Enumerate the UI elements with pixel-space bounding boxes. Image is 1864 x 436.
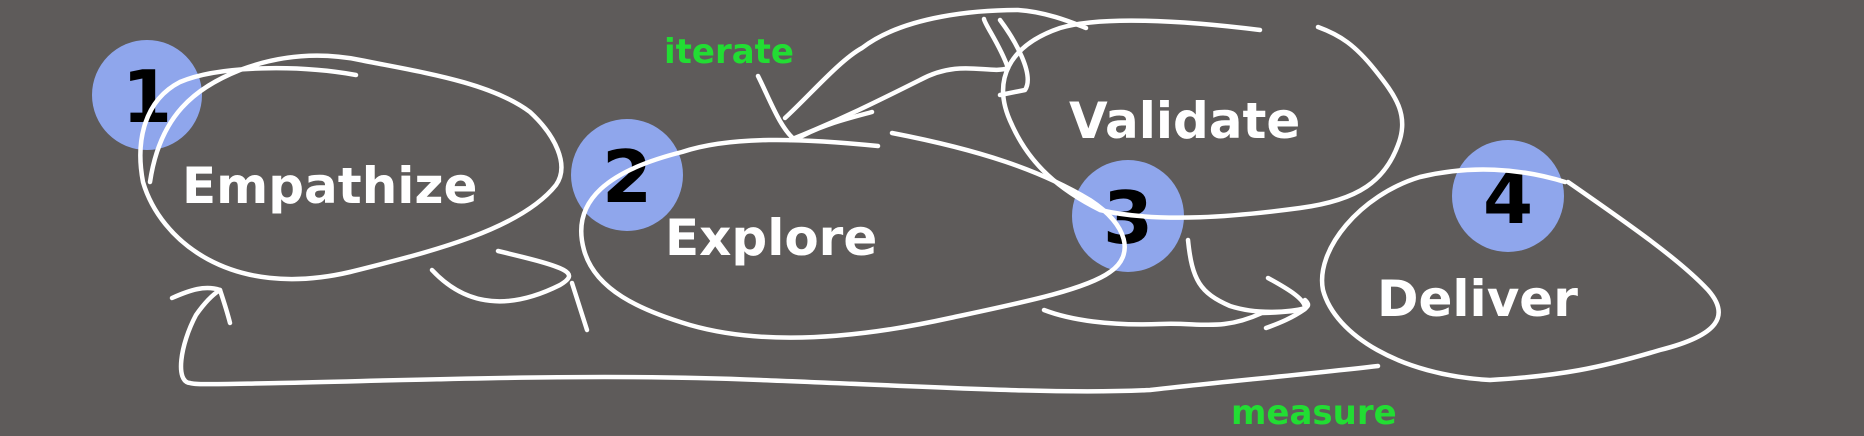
iterate-annotation: iterate <box>664 32 794 72</box>
iterate-arrow-top <box>782 7 1089 121</box>
measure-annotation: measure <box>1231 393 1397 433</box>
stage-1-number: 1 <box>122 55 172 139</box>
empathize-loop <box>138 53 564 282</box>
validate-loop <box>1000 18 1405 220</box>
sketch-strokes <box>138 7 1721 394</box>
stage-3-label: Validate <box>1069 92 1300 150</box>
arrow-head-explore <box>569 280 590 333</box>
stage-2-label: Explore <box>665 209 877 267</box>
iterate-arrow <box>787 16 1011 143</box>
arrow-validate-to-deliver <box>1185 237 1309 315</box>
stage-2-number: 2 <box>602 135 652 219</box>
stage-1-label: Empathize <box>182 157 477 215</box>
iterate-arrow-branch <box>755 73 875 143</box>
stage-2-badge <box>571 119 683 231</box>
iterate-arrow-tip <box>997 17 1030 98</box>
measure-feedback-arrow <box>178 287 1381 394</box>
arrow-head-deliver <box>1263 275 1308 331</box>
explore-loop <box>578 130 1127 340</box>
stage-1-badge <box>92 40 202 150</box>
stage-4-label: Deliver <box>1377 270 1578 328</box>
arrow-empathize-to-explore <box>429 248 572 304</box>
measure-arrow-head <box>169 285 223 301</box>
deliver-loop <box>1319 167 1721 383</box>
